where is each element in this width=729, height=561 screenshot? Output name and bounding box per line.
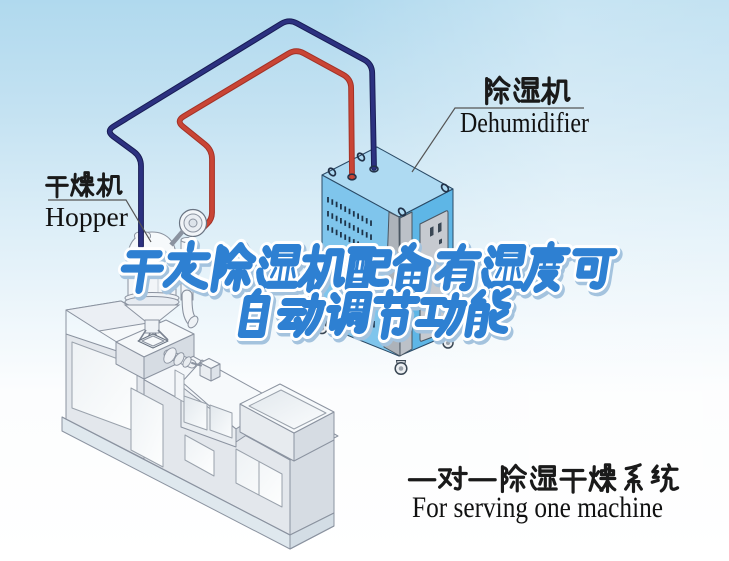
svg-text:Hopper: Hopper bbox=[45, 201, 128, 232]
svg-text:Dehumidifier: Dehumidifier bbox=[460, 107, 589, 139]
svg-text:For serving one machine: For serving one machine bbox=[412, 491, 663, 524]
